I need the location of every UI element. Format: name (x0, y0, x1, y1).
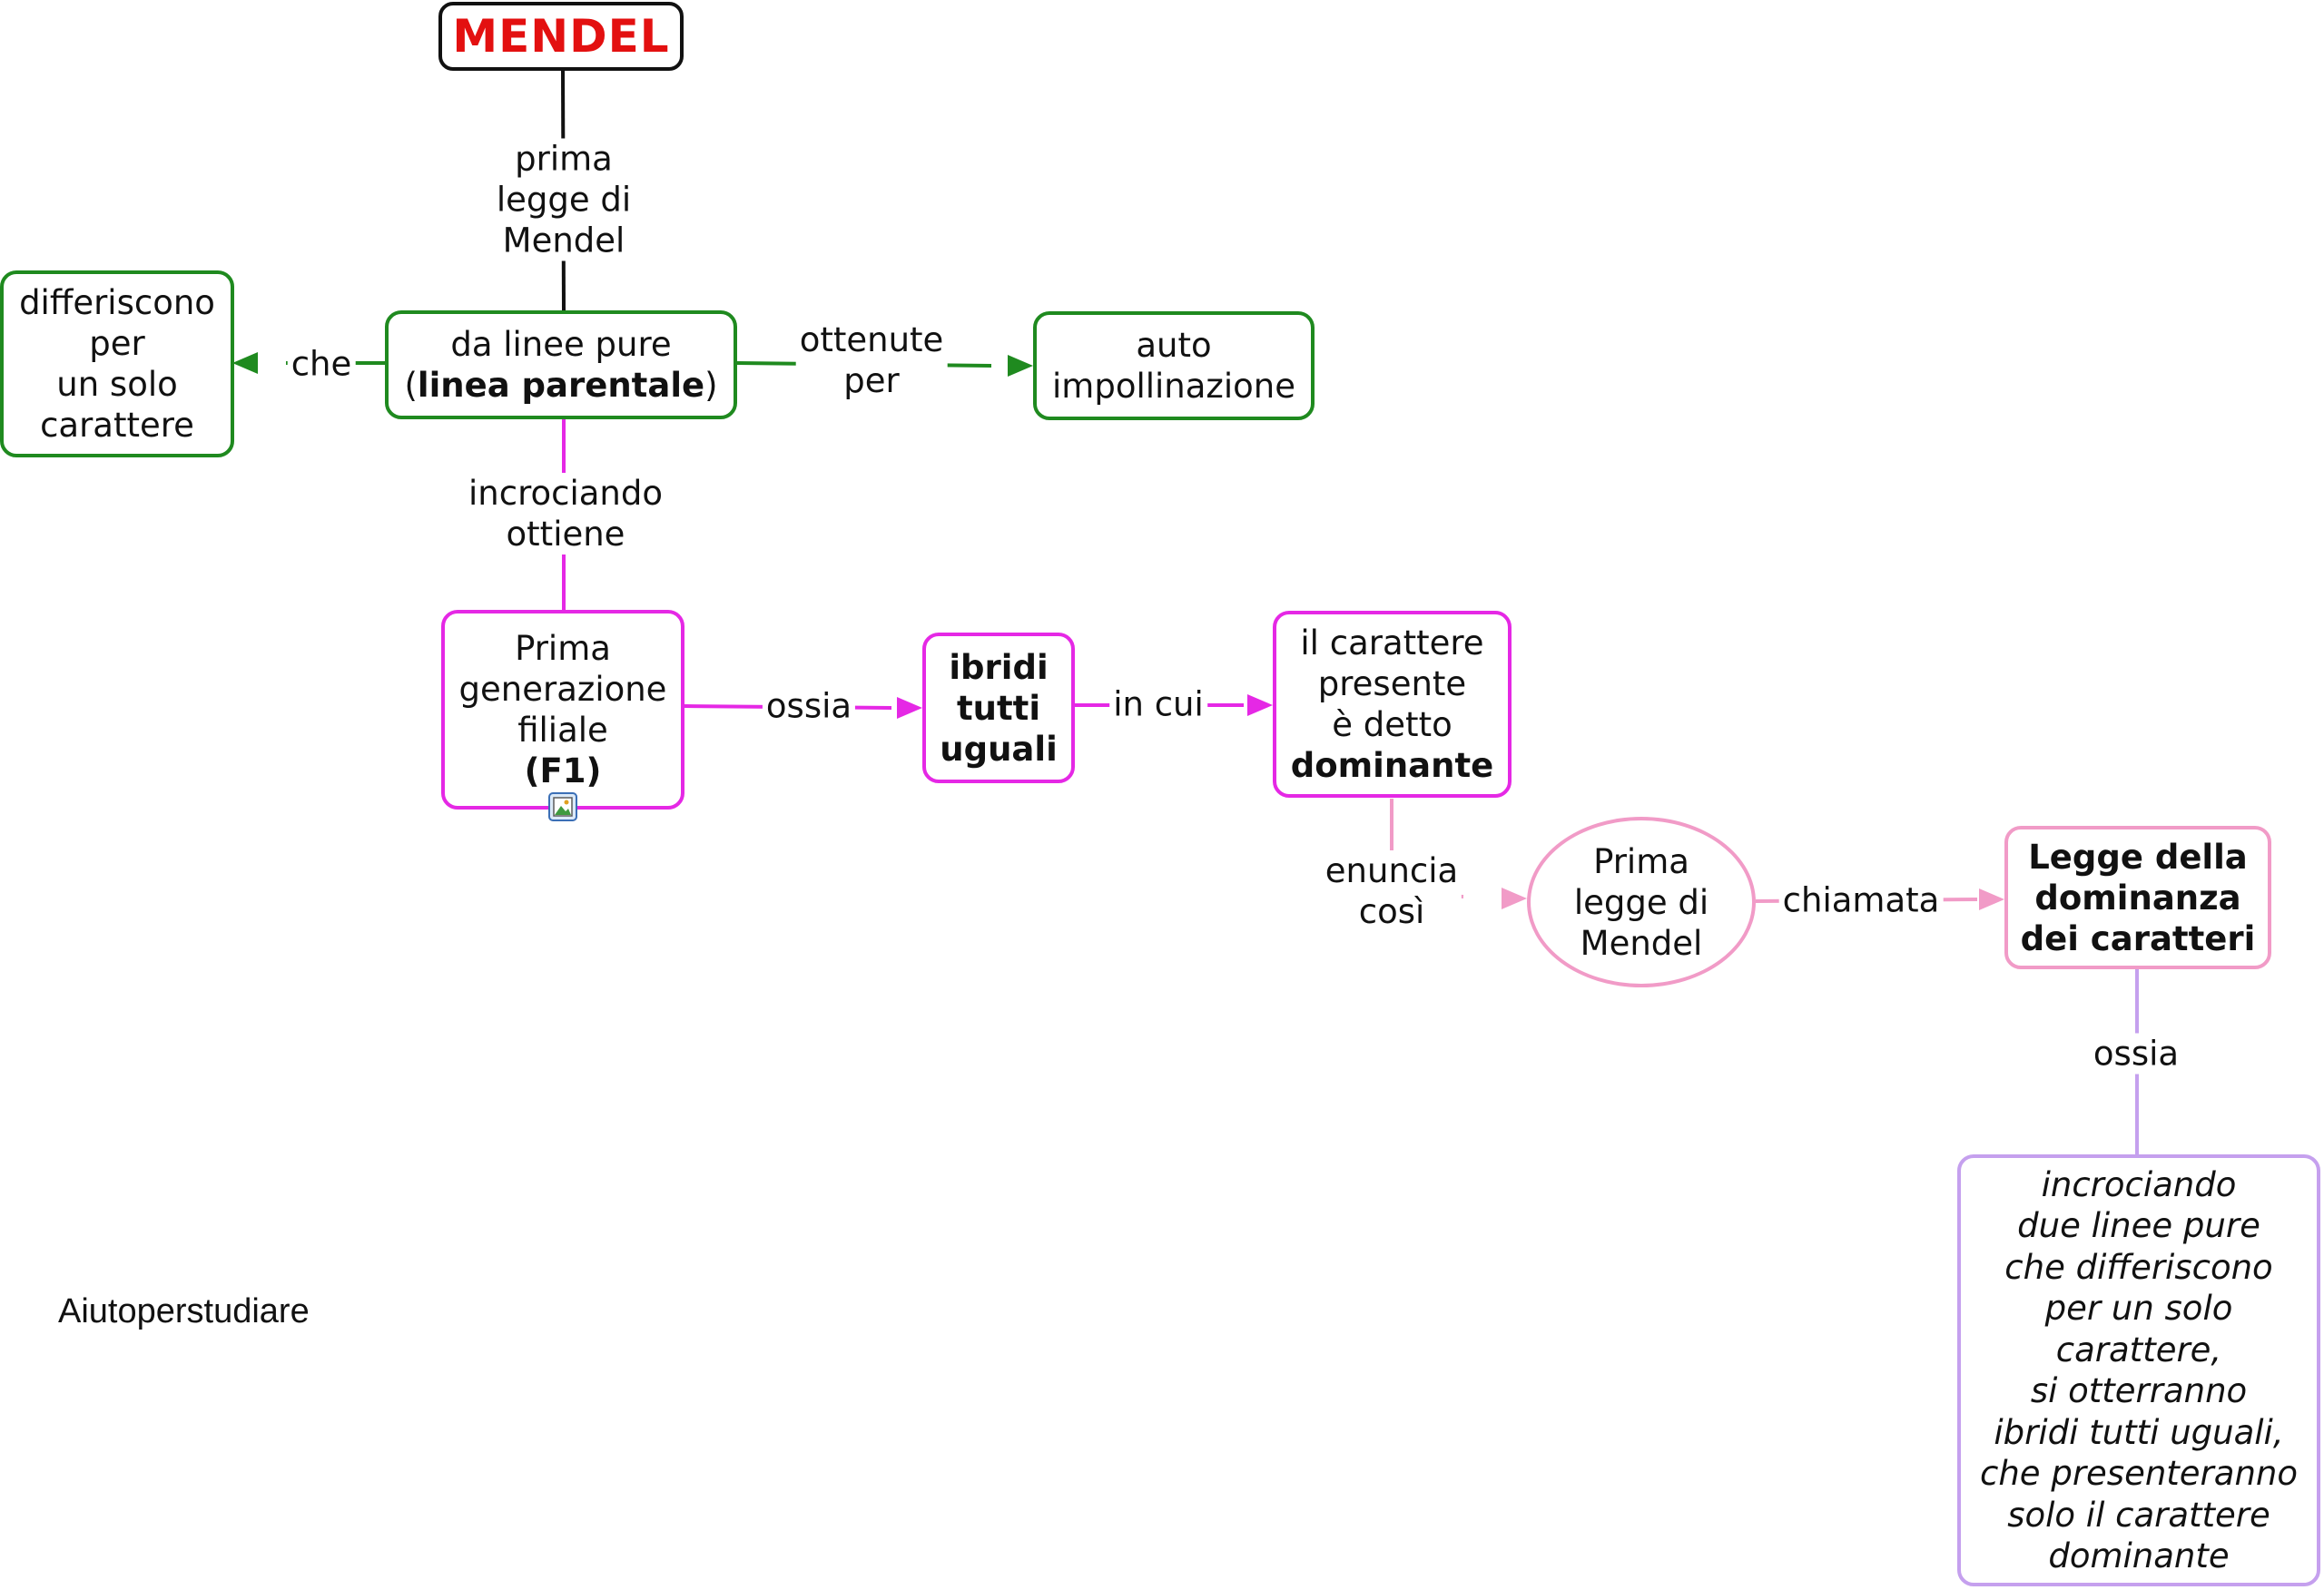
node-carattere-line: presente (1317, 664, 1467, 703)
node-linee-pure-line1: da linee pure (450, 325, 672, 364)
link-label-ottenute: ottenute per (795, 319, 948, 401)
node-f1-line: filiale (517, 711, 608, 750)
link-label-chiamata: chiamata (1778, 879, 1944, 921)
link-label-line: così (1358, 892, 1425, 931)
node-auto-impollinazione[interactable]: auto impollinazione (1033, 311, 1315, 420)
node-enunciato-line: dominante (2048, 1536, 2230, 1575)
link-label-prima-legge: prima legge di Mendel (492, 138, 635, 261)
arrowhead-ibridi (897, 697, 922, 719)
link-label-incrociando: incrociando ottiene (465, 473, 666, 555)
arrowhead-carattere (1247, 694, 1273, 716)
node-prima-legge-line: Prima (1593, 841, 1689, 881)
link-label-line: chiamata (1782, 880, 1940, 920)
node-prima-legge-line: legge di (1573, 882, 1709, 922)
image-icon[interactable] (548, 792, 577, 821)
link-label-enuncia: enuncia così (1321, 850, 1462, 932)
node-enunciato-line: ibridi tutti uguali, (1994, 1412, 2284, 1452)
node-differiscono[interactable]: differiscono per un solo carattere (0, 270, 234, 457)
node-enunciato-line: carattere, (2055, 1330, 2222, 1369)
node-auto-line: impollinazione (1052, 367, 1295, 406)
link-label-in-cui: in cui (1109, 683, 1207, 725)
node-linee-pure-line2: (linea parentale) (404, 366, 718, 405)
link-label-line: ossia (765, 686, 852, 726)
arrowhead-auto (1008, 355, 1033, 377)
node-differiscono-line: per (89, 324, 145, 363)
node-enunciato-line: due linee pure (2017, 1206, 2260, 1245)
link-label-line: prima (515, 139, 613, 179)
link-label-line: enuncia (1324, 851, 1459, 890)
link-label-line: legge di (496, 180, 632, 220)
arrowhead-dominanza (1979, 888, 2004, 910)
link-label-line: che (290, 344, 352, 384)
node-ibridi-line: tutti (956, 688, 1041, 728)
node-legge-dominanza[interactable]: Legge della dominanza dei caratteri (2004, 826, 2271, 969)
node-mendel[interactable]: MENDEL (438, 2, 684, 71)
node-carattere-line: è detto (1332, 705, 1452, 744)
node-dominanza-line: dominanza (2034, 878, 2241, 918)
node-dominanza-line: Legge della (2028, 837, 2248, 877)
link-label-line: incrociando (468, 474, 663, 513)
node-f1-line: Prima (515, 629, 611, 668)
node-ibridi[interactable]: ibridi tutti uguali (922, 633, 1075, 783)
node-enunciato[interactable]: incrociando due linee pure che differisc… (1957, 1154, 2320, 1586)
link-label-ossia-f1: ossia (762, 685, 856, 727)
node-auto-line: auto (1136, 326, 1212, 365)
node-enunciato-line: si otterranno (2030, 1371, 2248, 1410)
node-dominanza-line: dei caratteri (2020, 918, 2256, 958)
node-linee-pure[interactable]: da linee pure (linea parentale) (385, 310, 737, 419)
link-label-line: ottenute (799, 320, 944, 359)
node-enunciato-line: che presenteranno (1980, 1454, 2298, 1493)
link-label-line: in cui (1113, 684, 1204, 724)
node-carattere-line: il carattere (1300, 623, 1484, 662)
link-label-line: Mendel (502, 221, 625, 260)
node-enunciato-line: che differiscono (2004, 1247, 2273, 1287)
arrowhead-differiscono (232, 352, 258, 374)
node-differiscono-line: differiscono (19, 283, 215, 322)
node-differiscono-line: carattere (40, 406, 194, 445)
link-label-line: ottiene (506, 515, 625, 554)
node-prima-legge[interactable]: Prima legge di Mendel (1527, 817, 1756, 987)
node-ibridi-line: ibridi (949, 647, 1049, 687)
node-mendel-text: MENDEL (452, 10, 670, 63)
node-f1-line: generazione (458, 670, 667, 709)
node-enunciato-line: solo il carattere (2007, 1495, 2270, 1535)
node-prima-legge-line: Mendel (1580, 923, 1703, 963)
node-ibridi-line: uguali (940, 729, 1058, 769)
node-differiscono-line: un solo (56, 365, 178, 404)
node-enunciato-line: per un solo (2044, 1289, 2233, 1328)
link-label-line: per (843, 361, 900, 400)
node-carattere-dominante[interactable]: il carattere presente è detto dominante (1273, 611, 1512, 798)
link-label-che: che (287, 343, 356, 385)
node-enunciato-line: incrociando (2041, 1164, 2237, 1204)
node-f1[interactable]: Prima generazione filiale (F1) (441, 610, 684, 810)
link-label-line: ossia (2093, 1034, 2180, 1074)
watermark-text: Aiutoperstudiare (58, 1292, 310, 1330)
node-carattere-line: dominante (1290, 746, 1494, 785)
arrowhead-prima-legge (1502, 888, 1527, 909)
node-f1-line: (F1) (524, 751, 602, 790)
link-label-ossia-dominanza: ossia (2089, 1033, 2183, 1075)
